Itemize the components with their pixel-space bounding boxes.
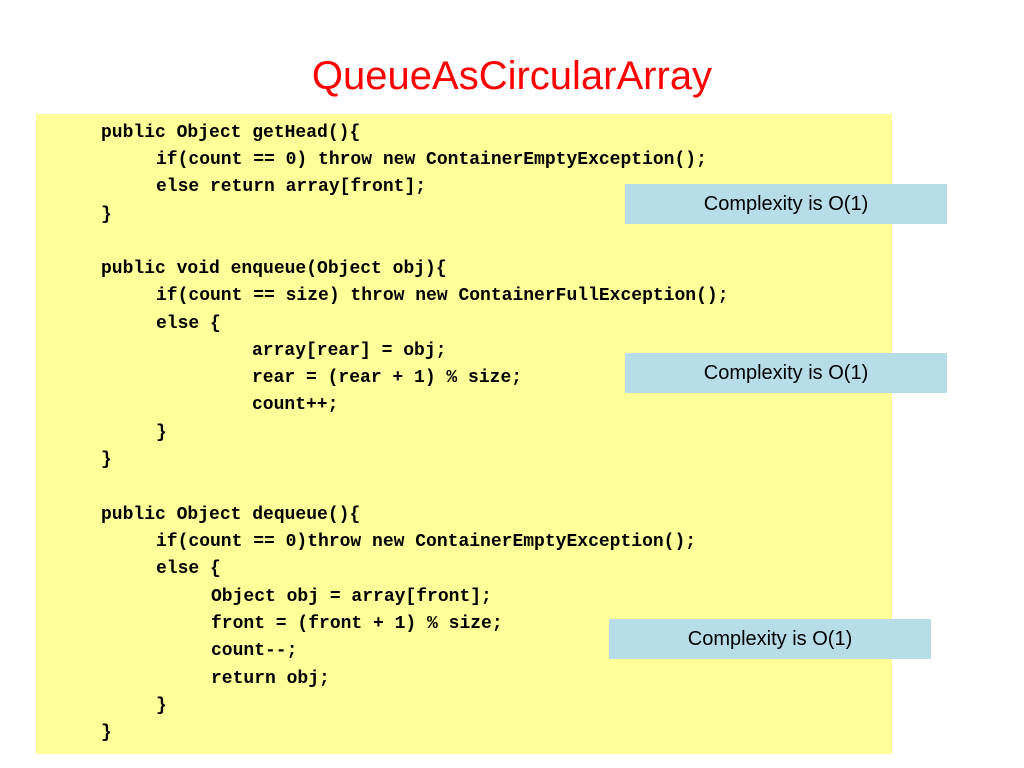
code-line: array[rear] = obj; — [252, 341, 447, 361]
code-line: if(count == size) throw new ContainerFul… — [156, 286, 729, 306]
code-line: else { — [156, 559, 221, 579]
slide-title: QueueAsCircularArray — [311, 54, 713, 98]
code-line: count++; — [252, 395, 339, 415]
code-line: count--; — [211, 641, 298, 661]
code-line: else return array[front]; — [156, 177, 427, 197]
code-line: if(count == 0) throw new ContainerEmptyE… — [156, 150, 707, 170]
complexity-note-gethead: Complexity is O(1) — [625, 184, 947, 224]
complexity-note-enqueue: Complexity is O(1) — [625, 353, 947, 393]
code-line: } — [156, 423, 167, 443]
code-line: if(count == 0)throw new ContainerEmptyEx… — [156, 532, 697, 552]
code-line: } — [101, 450, 112, 470]
code-line: front = (front + 1) % size; — [211, 614, 503, 634]
code-line: Object obj = array[front]; — [211, 587, 492, 607]
code-line: public Object getHead(){ — [101, 123, 361, 143]
code-line: } — [101, 723, 112, 743]
complexity-note-dequeue: Complexity is O(1) — [609, 619, 931, 659]
code-line: rear = (rear + 1) % size; — [252, 368, 523, 388]
code-line: return obj; — [211, 669, 330, 689]
code-line: else { — [156, 314, 221, 334]
code-line: } — [156, 696, 167, 716]
code-line: public Object dequeue(){ — [101, 505, 361, 525]
code-line: } — [101, 205, 112, 225]
code-line: public void enqueue(Object obj){ — [101, 259, 447, 279]
